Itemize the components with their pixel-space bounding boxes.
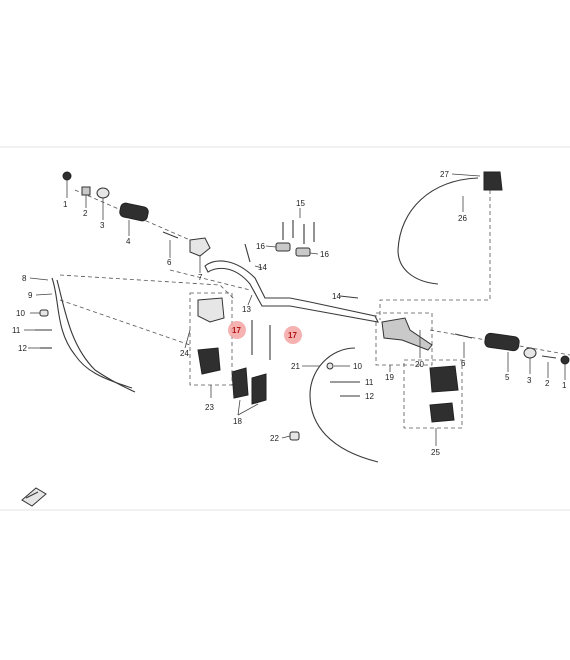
callout-9: 9 xyxy=(28,291,33,300)
leader-22 xyxy=(281,435,291,439)
callout-10-center: 10 xyxy=(353,362,362,371)
leader-8 xyxy=(29,277,49,281)
leader-16b xyxy=(309,252,319,255)
callout-6-right: 6 xyxy=(461,359,466,368)
bar-end-cap-right xyxy=(560,355,570,365)
risers-18 xyxy=(231,367,267,416)
highlight-17-right xyxy=(284,326,302,344)
left-cable-2 xyxy=(56,279,136,393)
throttle-cable xyxy=(397,177,479,285)
callout-17-right: 17 xyxy=(288,331,297,340)
direction-arrow-icon xyxy=(21,487,47,507)
callout-2-left: 2 xyxy=(83,209,88,218)
upper-clamp-right xyxy=(295,247,311,257)
cable-clip-22 xyxy=(289,431,300,441)
right-switch-box xyxy=(403,359,463,429)
right-switch-lower xyxy=(429,402,455,423)
callout-3-left: 3 xyxy=(100,221,105,230)
callout-1-right: 1 xyxy=(562,381,567,390)
leader-27 xyxy=(451,173,481,177)
callout-4: 4 xyxy=(126,237,131,246)
upper-clamp-left xyxy=(275,242,291,252)
left-cable xyxy=(51,277,133,389)
callout-12-center: 12 xyxy=(365,392,374,401)
callout-16-right: 16 xyxy=(320,250,329,259)
callout-23: 23 xyxy=(205,403,214,412)
callout-22: 22 xyxy=(270,434,279,443)
callout-11-center: 11 xyxy=(365,378,374,387)
left-switch-upper xyxy=(197,297,225,323)
callout-11-left: 11 xyxy=(12,326,21,335)
leader-14a xyxy=(254,265,263,269)
leader-24 xyxy=(184,329,191,349)
callout-12-left: 12 xyxy=(18,344,27,353)
callout-2-right: 2 xyxy=(545,379,550,388)
nut-10-left xyxy=(39,309,49,317)
callout-20: 20 xyxy=(415,360,424,369)
bolt-14-right xyxy=(339,295,359,299)
leader-16a xyxy=(265,245,277,248)
callout-16-left: 16 xyxy=(256,242,265,251)
screw-right-6 xyxy=(454,333,473,339)
left-switch-lower xyxy=(197,347,221,375)
callout-24: 24 xyxy=(180,349,189,358)
callout-18: 18 xyxy=(233,417,242,426)
handlebar xyxy=(204,260,379,323)
left-clamp-7 xyxy=(189,237,211,273)
throttle-housing-27 xyxy=(483,171,503,191)
right-grip xyxy=(484,332,520,352)
dash-left-lower xyxy=(59,274,236,301)
callout-3-right: 3 xyxy=(527,376,532,385)
callout-10-left: 10 xyxy=(16,309,25,318)
callout-25: 25 xyxy=(431,448,440,457)
screw-left-6 xyxy=(162,231,179,239)
left-grip xyxy=(119,202,149,236)
leader-9 xyxy=(35,293,53,296)
nut-10-center xyxy=(326,362,334,370)
callout-27: 27 xyxy=(440,170,449,179)
bolts-15 xyxy=(282,208,315,244)
callout-26: 26 xyxy=(458,214,467,223)
callout-14-right: 14 xyxy=(332,292,341,301)
callout-5: 5 xyxy=(505,373,510,382)
callout-17-left: 17 xyxy=(232,326,241,335)
bar-end-cap-left xyxy=(62,171,72,181)
callout-13: 13 xyxy=(242,305,251,314)
callout-6-left: 6 xyxy=(167,258,172,267)
callout-21: 21 xyxy=(291,362,300,371)
leader-13 xyxy=(247,294,253,306)
washer-left xyxy=(81,186,91,196)
bolt-2-right xyxy=(541,355,557,359)
callout-1-left: 1 xyxy=(63,200,68,209)
callout-7: 7 xyxy=(198,273,203,282)
bar-weight-left xyxy=(96,187,110,199)
highlight-17-left xyxy=(228,321,246,339)
dash-right-throttle xyxy=(379,190,491,320)
dash-left-switch xyxy=(59,299,191,346)
clutch-cable xyxy=(309,347,379,463)
callout-15: 15 xyxy=(296,199,305,208)
bolt-14-left xyxy=(244,243,251,263)
bar-weight-right xyxy=(523,347,537,359)
callout-8: 8 xyxy=(22,274,27,283)
right-lever xyxy=(381,317,433,351)
right-switch-upper xyxy=(429,365,459,393)
callout-14-upper: 14 xyxy=(258,263,267,272)
callout-19: 19 xyxy=(385,373,394,382)
